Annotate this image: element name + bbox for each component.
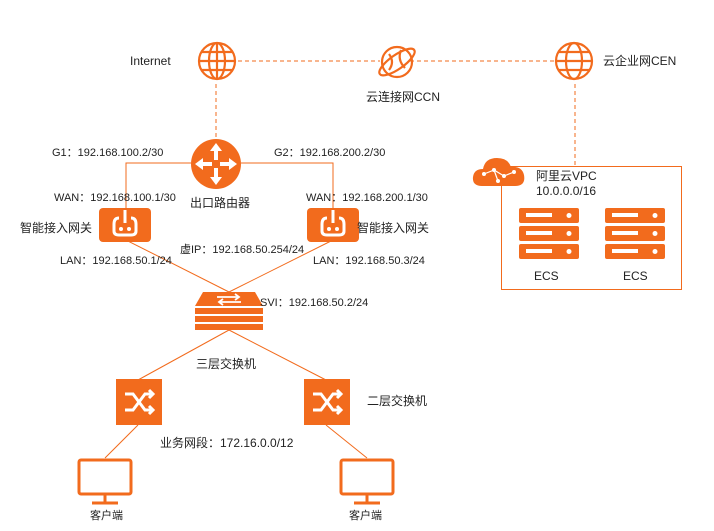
cloud-icon [472, 158, 525, 186]
monitor-icon [77, 458, 133, 505]
server-icon [605, 208, 665, 259]
segment-label: 业务网段：172.16.0.0/12 [160, 436, 294, 450]
l2-switch-icon [304, 379, 350, 425]
router-g2: G2：192.168.200.2/30 [274, 147, 386, 159]
cen-label: 云企业网CEN [603, 54, 677, 68]
link-router-right-gw [241, 162, 334, 209]
vpc-cloud-node [470, 150, 530, 190]
vpc-title: 阿里云VPC [536, 169, 597, 183]
right-gw-lan: LAN：192.168.50.3/24 [313, 255, 425, 267]
ecs-server-2 [603, 206, 667, 262]
link-l2-right-client [325, 424, 368, 459]
client-left-label: 客户端 [90, 510, 123, 522]
monitor-icon [339, 458, 395, 505]
ccn-orbit-icon [378, 45, 416, 79]
link-router-left-gw [125, 162, 191, 209]
cen-globe-icon [554, 41, 594, 81]
left-gw-wan: WAN：192.168.100.1/30 [54, 192, 176, 204]
l3-switch-node [193, 288, 265, 332]
ecs-label-2: ECS [623, 269, 648, 283]
l2-switch-right-node [303, 378, 351, 426]
l2-switch-left-node [115, 378, 163, 426]
virtual-ip: 虚IP：192.168.50.254/24 [180, 244, 305, 256]
l2-label: 二层交换机 [367, 394, 428, 408]
router-node [190, 138, 242, 190]
right-gw-label: 智能接入网关 [357, 221, 430, 235]
left-gateway-node [97, 204, 153, 244]
link-l3-l2-left [137, 329, 230, 381]
gateway-icon [307, 208, 359, 242]
ccn-node [375, 40, 419, 84]
vpc-cidr: 10.0.0.0/16 [536, 184, 597, 198]
ecs-label-1: ECS [534, 269, 559, 283]
cen-node [553, 40, 595, 82]
left-gw-lan: LAN：192.168.50.1/24 [60, 255, 172, 267]
internet-node [196, 40, 238, 82]
l2-switch-icon [116, 379, 162, 425]
client-left-node [76, 457, 134, 507]
l3-label: 三层交换机 [196, 357, 257, 371]
client-right-label: 客户端 [349, 510, 382, 522]
right-gw-wan: WAN：192.168.200.1/30 [306, 192, 428, 204]
link-l2-left-client [104, 424, 139, 459]
ccn-label: 云连接网CCN [366, 90, 440, 104]
l3-svi: SVI：192.168.50.2/24 [260, 297, 369, 309]
l3-switch-icon [195, 292, 263, 330]
left-gw-label: 智能接入网关 [20, 221, 93, 235]
router-label: 出口路由器 [190, 196, 251, 210]
link-left-gw-l3 [125, 239, 230, 293]
router-icon [191, 139, 241, 189]
server-icon [519, 208, 579, 259]
router-g1: G1：192.168.100.2/30 [52, 147, 164, 159]
globe-icon [197, 41, 237, 81]
client-right-node [338, 457, 396, 507]
internet-label: Internet [130, 54, 171, 68]
ecs-server-1 [517, 206, 581, 262]
gateway-icon [99, 208, 151, 242]
right-gateway-node [305, 204, 361, 244]
link-right-gw-l3 [228, 239, 334, 293]
link-l3-l2-right [228, 329, 327, 381]
